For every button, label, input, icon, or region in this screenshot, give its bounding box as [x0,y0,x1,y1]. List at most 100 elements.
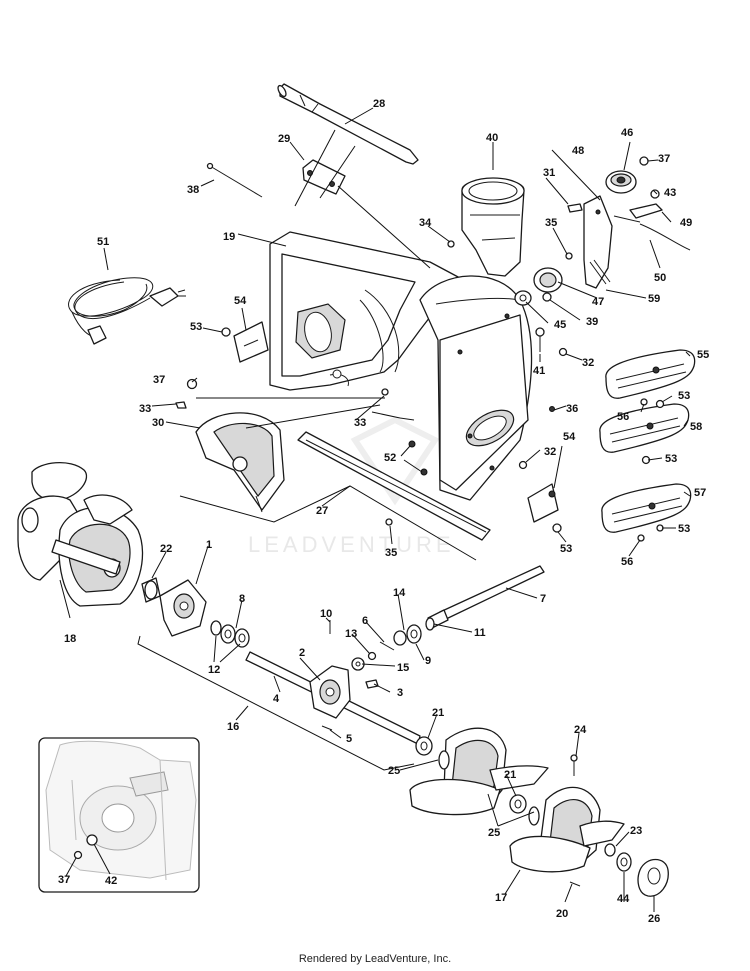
callout-33a: 33 [139,403,151,415]
part-47-chute-ring [447,240,573,306]
callout-5: 5 [346,733,352,745]
callout-30: 30 [152,417,164,429]
leader-lines [59,107,691,912]
callout-31: 31 [543,167,555,179]
part-54-plate-left [221,321,269,363]
part-46-pulley [605,170,637,194]
watermark-text: LEADVENTURE [248,532,455,557]
part-33-bolts [381,388,415,421]
part-38-rod [206,162,263,198]
callout-18: 18 [64,633,76,645]
part-17-auger-right-b [509,786,625,873]
callout-labels: 1 2 3 4 5 6 7 8 9 10 11 12 13 14 15 16 1… [58,98,709,925]
part-41-bolt [535,327,568,357]
callout-57: 57 [694,487,706,499]
detail-inset [38,737,200,893]
callout-6: 6 [362,615,368,627]
callout-43: 43 [664,187,676,199]
callout-2: 2 [299,647,305,659]
callout-20: 20 [556,908,568,920]
part-23-washer [604,843,616,857]
callout-53d: 53 [678,523,690,535]
part-40-chute-base [461,177,525,277]
part-8-12-washers [210,620,250,648]
callout-54b: 54 [563,431,576,443]
part-43-nut [650,189,660,199]
callout-12: 12 [208,664,220,676]
callout-41: 41 [533,365,545,377]
callout-53b: 53 [678,390,690,402]
callout-4: 4 [273,693,280,705]
callout-29: 29 [278,133,290,145]
callout-49: 49 [680,217,692,229]
callout-50: 50 [654,272,666,284]
callout-44: 44 [617,893,630,905]
callout-14: 14 [393,587,406,599]
part-55-skid-shoe [605,349,696,399]
callout-34: 34 [419,217,432,229]
part-52-bolts [408,440,428,476]
callout-51: 51 [97,236,109,248]
callout-39: 39 [586,316,598,328]
callout-7: 7 [540,593,546,605]
callout-54a: 54 [234,295,247,307]
part-1-gear-case [159,579,207,637]
part-22-bushing [141,577,161,603]
callout-56a: 56 [617,411,629,423]
callout-25a: 25 [388,765,400,777]
part-50-cable [613,203,691,251]
callout-46: 46 [621,127,633,139]
callout-55: 55 [697,349,709,361]
callout-26: 26 [648,913,660,925]
part-24-20-pins [569,754,581,887]
part-37-nut-top [639,156,649,166]
callout-37b: 37 [658,153,670,165]
callout-9: 9 [425,655,431,667]
part-26-flange [637,858,669,897]
part-21-bushing-b [509,794,527,814]
part-48-chute-bracket [567,195,613,289]
part-51-power-cord [68,277,186,345]
reference-lines [137,129,477,771]
callout-32a: 32 [544,446,556,458]
callout-28: 28 [373,98,385,110]
part-21-bushing-a [415,736,433,756]
callout-35b: 35 [385,547,397,559]
callout-53c: 53 [665,453,677,465]
callout-16: 16 [227,721,239,733]
part-36-nut [549,406,555,412]
callout-47: 47 [592,296,604,308]
callout-25b: 25 [488,827,500,839]
part-29-bracket [302,159,346,195]
part-57-skid-shoe [601,483,692,533]
callout-53a: 53 [190,321,202,333]
callout-15: 15 [397,662,409,674]
callout-13: 13 [345,628,357,640]
callout-36: 36 [566,403,578,415]
callout-1: 1 [206,539,212,551]
part-28-spiral-shaft [277,83,419,165]
part-53-56-shoe-hardware [637,398,665,542]
part-2-gear-case [309,665,351,719]
part-44-bearing [616,852,632,872]
callout-37c: 37 [58,874,70,886]
part-37-33-left-hardware [175,378,198,409]
callout-8: 8 [239,593,245,605]
callout-11: 11 [474,627,486,639]
callout-45: 45 [554,319,566,331]
callout-19: 19 [223,231,235,243]
callout-27: 27 [316,505,328,517]
footer-credit: Rendered by LeadVenture, Inc. [298,953,452,965]
part-54-plate-right [527,483,562,533]
part-18-auger-left [17,462,144,607]
callout-42: 42 [105,875,117,887]
callout-24: 24 [574,724,587,736]
callout-23: 23 [630,825,642,837]
callout-21b: 21 [504,769,516,781]
callout-53e: 53 [560,543,572,555]
callout-32b: 32 [582,357,594,369]
part-19-auger-housing [269,231,533,501]
part-small-hardware-center [321,620,422,731]
